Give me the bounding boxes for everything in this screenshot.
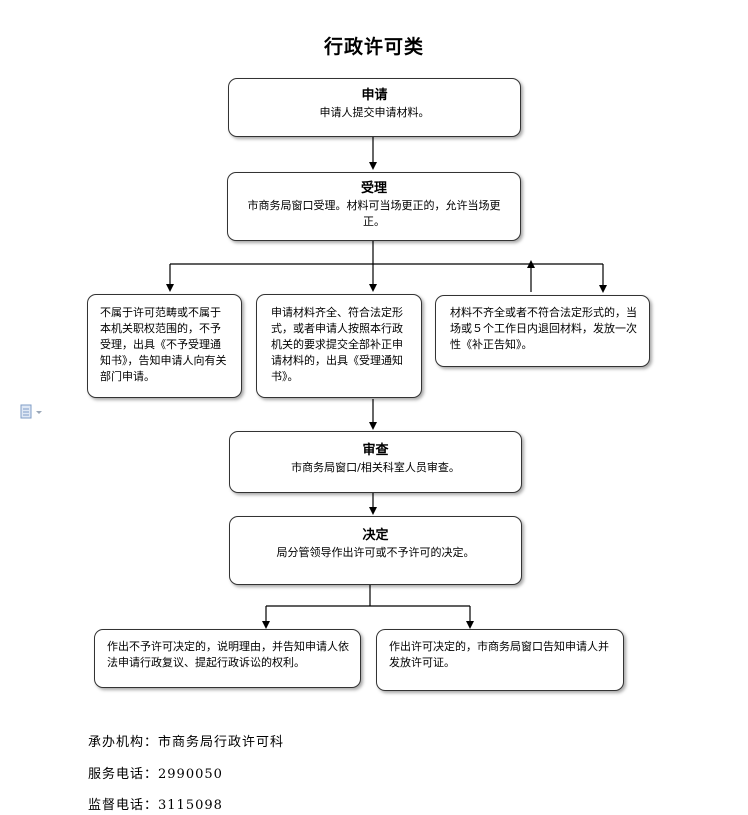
branch-complete-text: 申请材料齐全、符合法定形式，或者申请人按照本行政机关的要求提交全部补正申请材料的…: [271, 306, 403, 383]
step-accept-desc: 市商务局窗口受理。材料可当场更正的，允许当场更正。: [247, 199, 501, 228]
branch-incomplete-text: 材料不齐全或者不符合法定形式的，当场或５个工作日内退回材料，发放一次性《补正告知…: [450, 306, 637, 351]
step-review-title: 审查: [362, 443, 389, 458]
footer-service-phone: 服务电话：2990050: [88, 767, 223, 782]
branch-out-of-scope-text: 不属于许可范畴或不属于本机关职权范围的，不予受理，出具《不予受理通知书》，告知申…: [100, 306, 227, 383]
outcome-deny-box: 作出不予许可决定的，说明理由，并告知申请人依法申请行政复议、提起行政诉讼的权利。: [94, 629, 361, 688]
step-apply-title: 申请: [361, 88, 388, 103]
step-accept-box: 受理 市商务局窗口受理。材料可当场更正的，允许当场更正。: [227, 172, 521, 241]
outcome-grant-box: 作出许可决定的，市商务局窗口告知申请人并发放许可证。: [376, 629, 624, 691]
document-icon[interactable]: [20, 404, 46, 420]
branch-out-of-scope-box: 不属于许可范畴或不属于本机关职权范围的，不予受理，出具《不予受理通知书》，告知申…: [87, 294, 242, 398]
outcome-grant-text: 作出许可决定的，市商务局窗口告知申请人并发放许可证。: [389, 640, 609, 669]
step-accept-title: 受理: [360, 181, 387, 196]
outcome-deny-text: 作出不予许可决定的，说明理由，并告知申请人依法申请行政复议、提起行政诉讼的权利。: [107, 640, 349, 669]
branch-incomplete-box: 材料不齐全或者不符合法定形式的，当场或５个工作日内退回材料，发放一次性《补正告知…: [435, 295, 650, 367]
step-review-desc: 市商务局窗口/相关科室人员审查。: [291, 461, 460, 474]
branch-complete-box: 申请材料齐全、符合法定形式，或者申请人按照本行政机关的要求提交全部补正申请材料的…: [256, 294, 422, 398]
step-apply-box: 申请 申请人提交申请材料。: [228, 78, 521, 137]
step-apply-desc: 申请人提交申请材料。: [319, 106, 430, 119]
step-decide-title: 决定: [362, 528, 389, 543]
step-review-box: 审查 市商务局窗口/相关科室人员审查。: [229, 431, 522, 493]
step-decide-box: 决定 局分管领导作出许可或不予许可的决定。: [229, 516, 522, 585]
page-title: 行政许可类: [323, 36, 424, 58]
step-decide-desc: 局分管领导作出许可或不予许可的决定。: [276, 546, 475, 559]
footer-supervise-phone: 监督电话：3115098: [88, 798, 223, 813]
footer-agency: 承办机构：市商务局行政许可科: [88, 735, 285, 750]
